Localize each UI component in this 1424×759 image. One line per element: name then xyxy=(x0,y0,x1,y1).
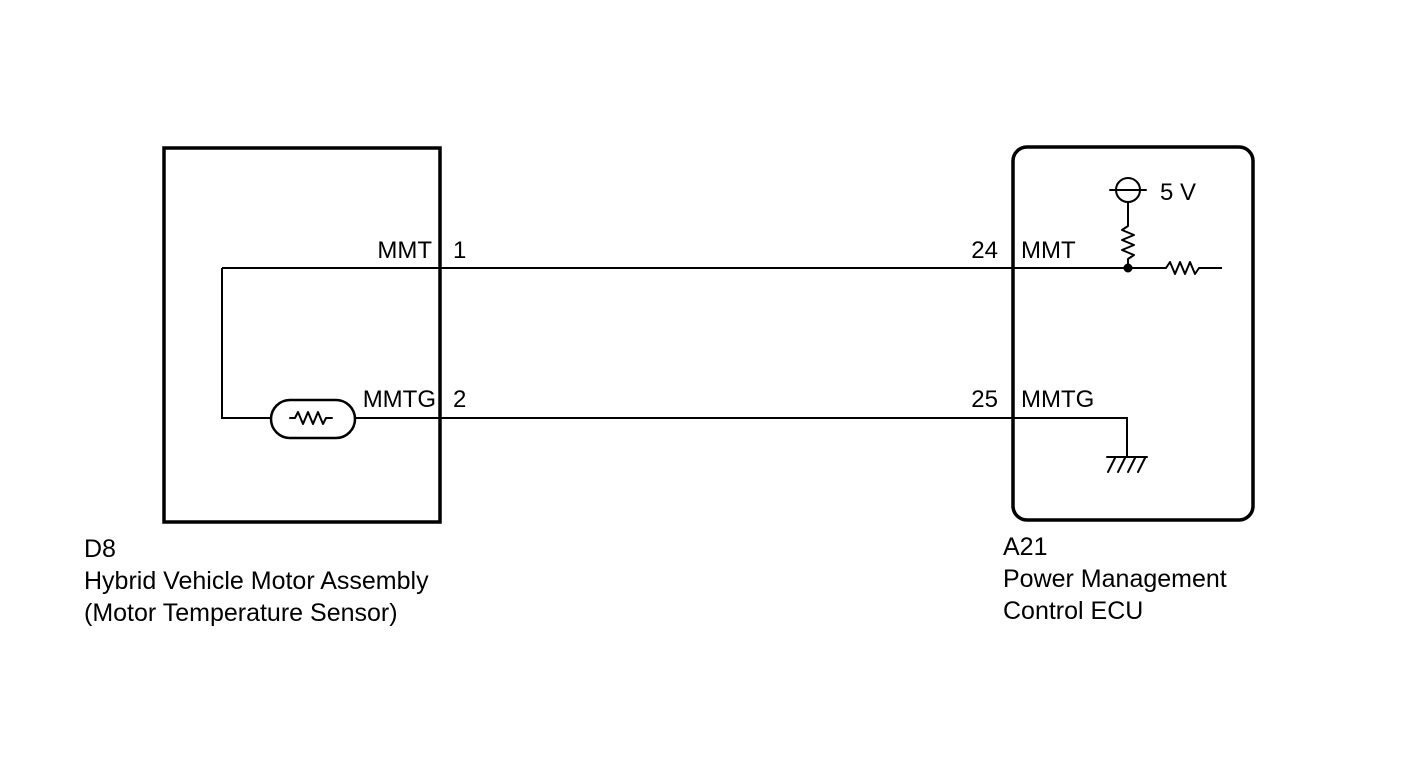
right-component-name-line2: Control ECU xyxy=(1003,597,1143,625)
right-pin-number-25: 25 xyxy=(971,386,998,413)
right-pin-signal-mmt: MMT xyxy=(1021,237,1076,264)
right-pin-number-24: 24 xyxy=(971,237,998,264)
thermistor-icon xyxy=(269,398,357,440)
left-pin-signal-mmt: MMT xyxy=(377,237,432,264)
hybrid-motor-assembly-box xyxy=(162,146,442,524)
left-component-code: D8 xyxy=(84,535,116,563)
mmtg-wire xyxy=(354,417,1128,456)
left-component-subname: (Motor Temperature Sensor) xyxy=(84,599,398,627)
right-component-name-line1: Power Management xyxy=(1003,565,1227,593)
left-component-name: Hybrid Vehicle Motor Assembly xyxy=(84,567,429,595)
junction-dot xyxy=(1123,263,1133,273)
right-pin-signal-mmtg: MMTG xyxy=(1021,386,1094,413)
left-pin-number-1: 1 xyxy=(453,237,466,264)
input-resistor-icon xyxy=(1159,258,1207,278)
chassis-ground-icon xyxy=(1106,456,1148,473)
voltage-source-icon xyxy=(1109,177,1147,223)
left-pin-number-2: 2 xyxy=(453,386,466,413)
sensor-loop-wire xyxy=(221,268,272,419)
left-pin-signal-mmtg: MMTG xyxy=(363,386,436,413)
supply-voltage-label: 5 V xyxy=(1160,179,1196,206)
power-management-ecu-box xyxy=(1011,145,1255,522)
pullup-resistor-icon xyxy=(1121,221,1135,269)
right-component-code: A21 xyxy=(1003,533,1047,561)
